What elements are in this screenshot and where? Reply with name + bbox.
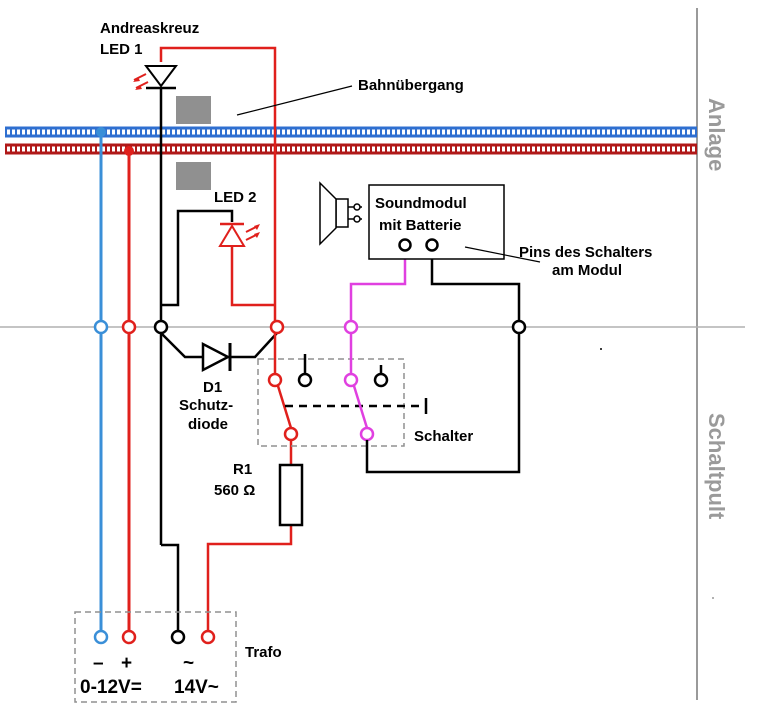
label-schalter: Schalter — [414, 428, 473, 445]
label-mit-batterie: mit Batterie — [379, 217, 462, 234]
terminal-magenta — [343, 319, 359, 335]
label-diode: diode — [188, 416, 228, 433]
label-plus: + — [121, 653, 132, 674]
module-pin-2 — [425, 238, 439, 252]
label-dc-range: 0-12V= — [80, 677, 142, 698]
wire-black-common — [159, 88, 278, 631]
speaker-icon — [319, 181, 362, 246]
switch-right-pole — [343, 365, 389, 442]
trafo-terminal-ac-black — [170, 629, 186, 645]
track-blue — [5, 126, 697, 138]
label-trafo: Trafo — [245, 644, 282, 661]
label-r1-value: 560 Ω — [214, 482, 255, 499]
label-r1: R1 — [233, 461, 252, 478]
label-ac-voltage: 14V~ — [174, 677, 219, 698]
label-d1: D1 — [203, 379, 222, 396]
terminal-blue — [93, 319, 109, 335]
label-led2: LED 2 — [214, 189, 257, 206]
led1-symbol — [133, 65, 178, 90]
side-label-anlage: Anlage — [704, 98, 729, 171]
label-soundmodul: Soundmodul — [375, 195, 467, 212]
module-pin-1 — [398, 238, 412, 252]
label-led1: LED 1 — [100, 41, 143, 58]
bahnuebergang-pointer — [236, 85, 353, 116]
wire-magenta — [349, 251, 407, 429]
label-pins-des-schalters: Pins des Schalters — [519, 244, 652, 261]
trafo-terminal-ac-red — [200, 629, 216, 645]
terminal-red-dc — [121, 319, 137, 335]
led2-symbol — [218, 222, 260, 247]
trafo-dashed-box — [74, 611, 237, 703]
label-am-modul: am Modul — [552, 262, 622, 279]
pins-pointer — [464, 246, 541, 263]
wire-red-ac — [159, 46, 293, 631]
wire-black-module — [365, 251, 521, 474]
terminal-red-ac — [269, 319, 285, 335]
diode-d1-symbol — [201, 341, 232, 373]
terminal-black — [153, 319, 169, 335]
label-minus: – — [93, 653, 104, 674]
label-andreaskreuz: Andreaskreuz — [100, 20, 199, 37]
switch-left-pole — [267, 354, 313, 442]
red-track-junction — [124, 146, 134, 156]
switch-dashed-box — [257, 358, 405, 447]
trafo-terminal-minus — [93, 629, 109, 645]
terminal-black-module — [511, 319, 527, 335]
blue-track-junction — [96, 127, 106, 137]
stray-dot — [600, 348, 602, 350]
label-schutz: Schutz- — [179, 397, 233, 414]
label-bahnuebergang: Bahnübergang — [358, 77, 464, 94]
stray-dot — [712, 597, 714, 599]
trafo-terminal-plus — [121, 629, 137, 645]
crossing-plate-bottom — [176, 162, 211, 190]
resistor-r1-symbol — [278, 463, 304, 527]
side-label-schaltpult: Schaltpult — [704, 413, 729, 520]
label-tilde: ~ — [183, 653, 194, 674]
track-red — [5, 143, 697, 155]
crossing-plate-top — [176, 96, 211, 124]
